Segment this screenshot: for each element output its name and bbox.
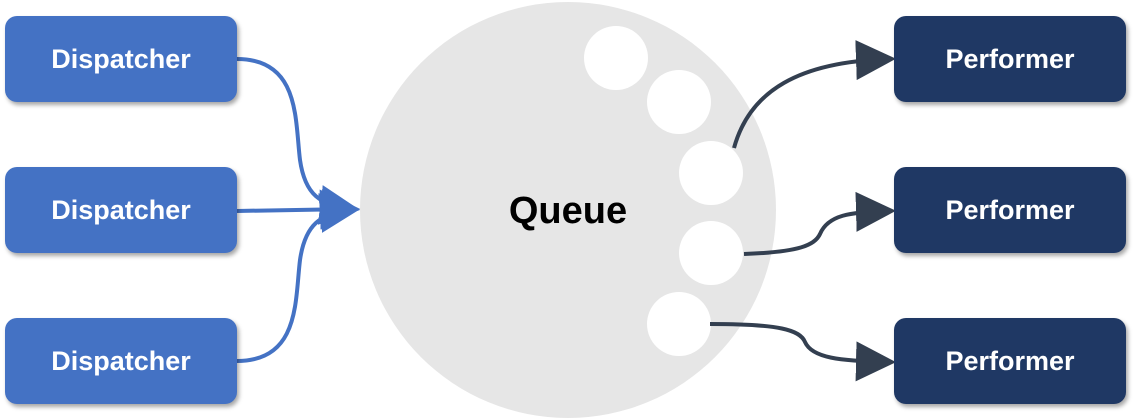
queue-slot xyxy=(647,70,711,134)
dispatch-arrow xyxy=(236,193,360,363)
perform-arrow xyxy=(732,40,896,149)
dispatcher-label: Dispatcher xyxy=(51,345,191,376)
queue-slot xyxy=(647,292,711,356)
performer-box: Performer xyxy=(894,167,1126,253)
perform-arrow xyxy=(743,191,896,256)
dispatcher-box: Dispatcher xyxy=(5,16,237,102)
performer-box: Performer xyxy=(894,318,1126,404)
queue-slot xyxy=(584,26,648,90)
queue-label: Queue xyxy=(508,190,628,232)
performer-label: Performer xyxy=(945,194,1075,225)
performer-label: Performer xyxy=(945,43,1075,74)
perform-arrow xyxy=(709,322,896,382)
dispatcher-box: Dispatcher xyxy=(5,318,237,404)
dispatcher-label: Dispatcher xyxy=(51,194,191,225)
queue-slot xyxy=(679,221,743,285)
dispatch-arrow xyxy=(236,57,360,225)
dispatcher-label: Dispatcher xyxy=(51,43,191,74)
performer-box: Performer xyxy=(894,16,1126,102)
performer-label: Performer xyxy=(945,345,1075,376)
queue-slot xyxy=(679,141,743,205)
dispatcher-box: Dispatcher xyxy=(5,167,237,253)
dispatch-arrow xyxy=(236,189,360,230)
